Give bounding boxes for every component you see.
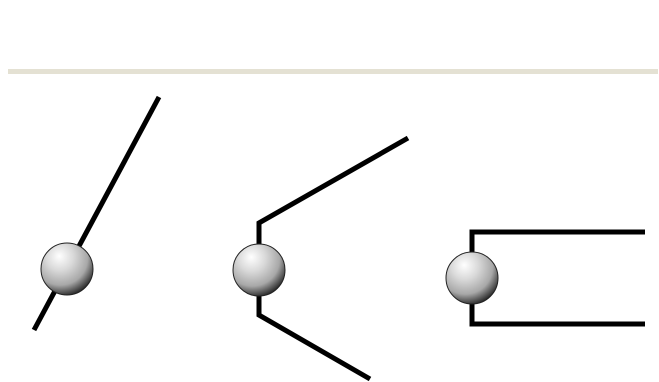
bracket-upper — [469, 229, 645, 258]
straight-stick-group — [31, 95, 162, 332]
angled-branch-upper — [256, 135, 410, 250]
bracket-lower — [469, 300, 645, 327]
straight-stick-line — [31, 95, 162, 332]
bracket-branches-group — [445, 229, 645, 327]
angled-branch-lower — [256, 290, 372, 382]
ball-2 — [232, 243, 286, 297]
angled-branches-group — [232, 135, 410, 382]
ball-1 — [40, 242, 94, 296]
top-divider — [8, 69, 658, 74]
ball-3 — [445, 251, 499, 305]
